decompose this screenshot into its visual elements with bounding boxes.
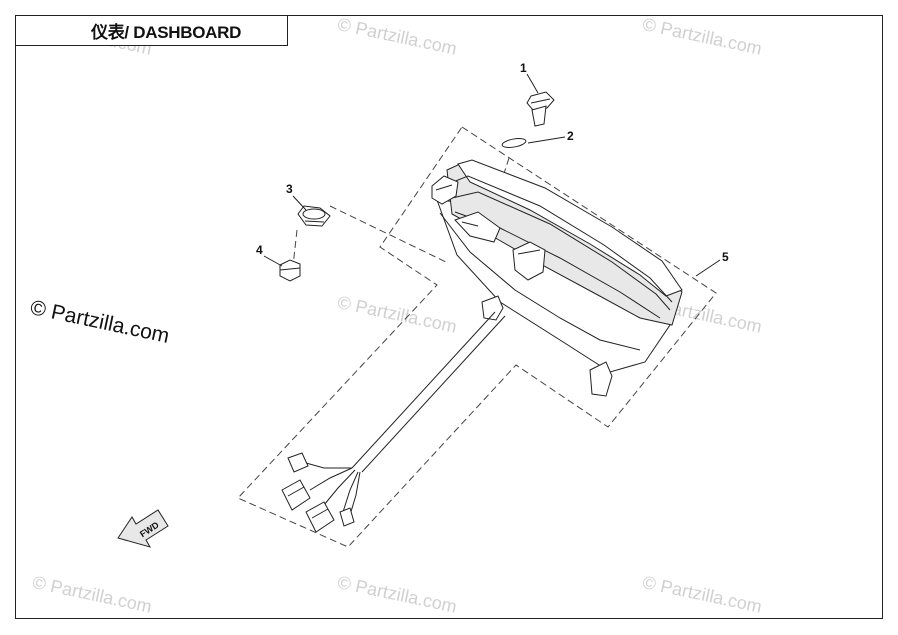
diagram-frame — [15, 15, 883, 619]
grommet-part-3 — [297, 205, 331, 227]
harness-connector — [339, 507, 355, 527]
harness-connector — [287, 452, 309, 473]
leader-dashed — [292, 229, 298, 267]
screw-part-1 — [526, 91, 555, 127]
callout-leader-2 — [527, 136, 566, 144]
callout-3: 3 — [286, 182, 293, 196]
leader-dashed — [329, 205, 447, 263]
fwd-arrow-icon: FWD — [117, 509, 169, 548]
callout-1: 1 — [520, 61, 527, 75]
harness-connector — [305, 501, 335, 533]
assembly-outline — [237, 126, 717, 548]
callout-leader-3 — [292, 195, 307, 211]
callout-5: 5 — [722, 250, 729, 264]
callout-2: 2 — [567, 129, 574, 143]
callout-leader-5 — [695, 259, 721, 277]
harness-connector — [281, 479, 311, 511]
callout-4: 4 — [256, 243, 263, 257]
diagram-title: 仪表/ DASHBOARD — [15, 15, 288, 46]
washer-part-2 — [501, 138, 527, 148]
wire-harness — [281, 311, 506, 533]
callout-leader-4 — [263, 255, 283, 267]
nut-part-4 — [279, 259, 301, 282]
callout-leader-1 — [526, 73, 539, 94]
dashboard-housing — [431, 159, 683, 397]
